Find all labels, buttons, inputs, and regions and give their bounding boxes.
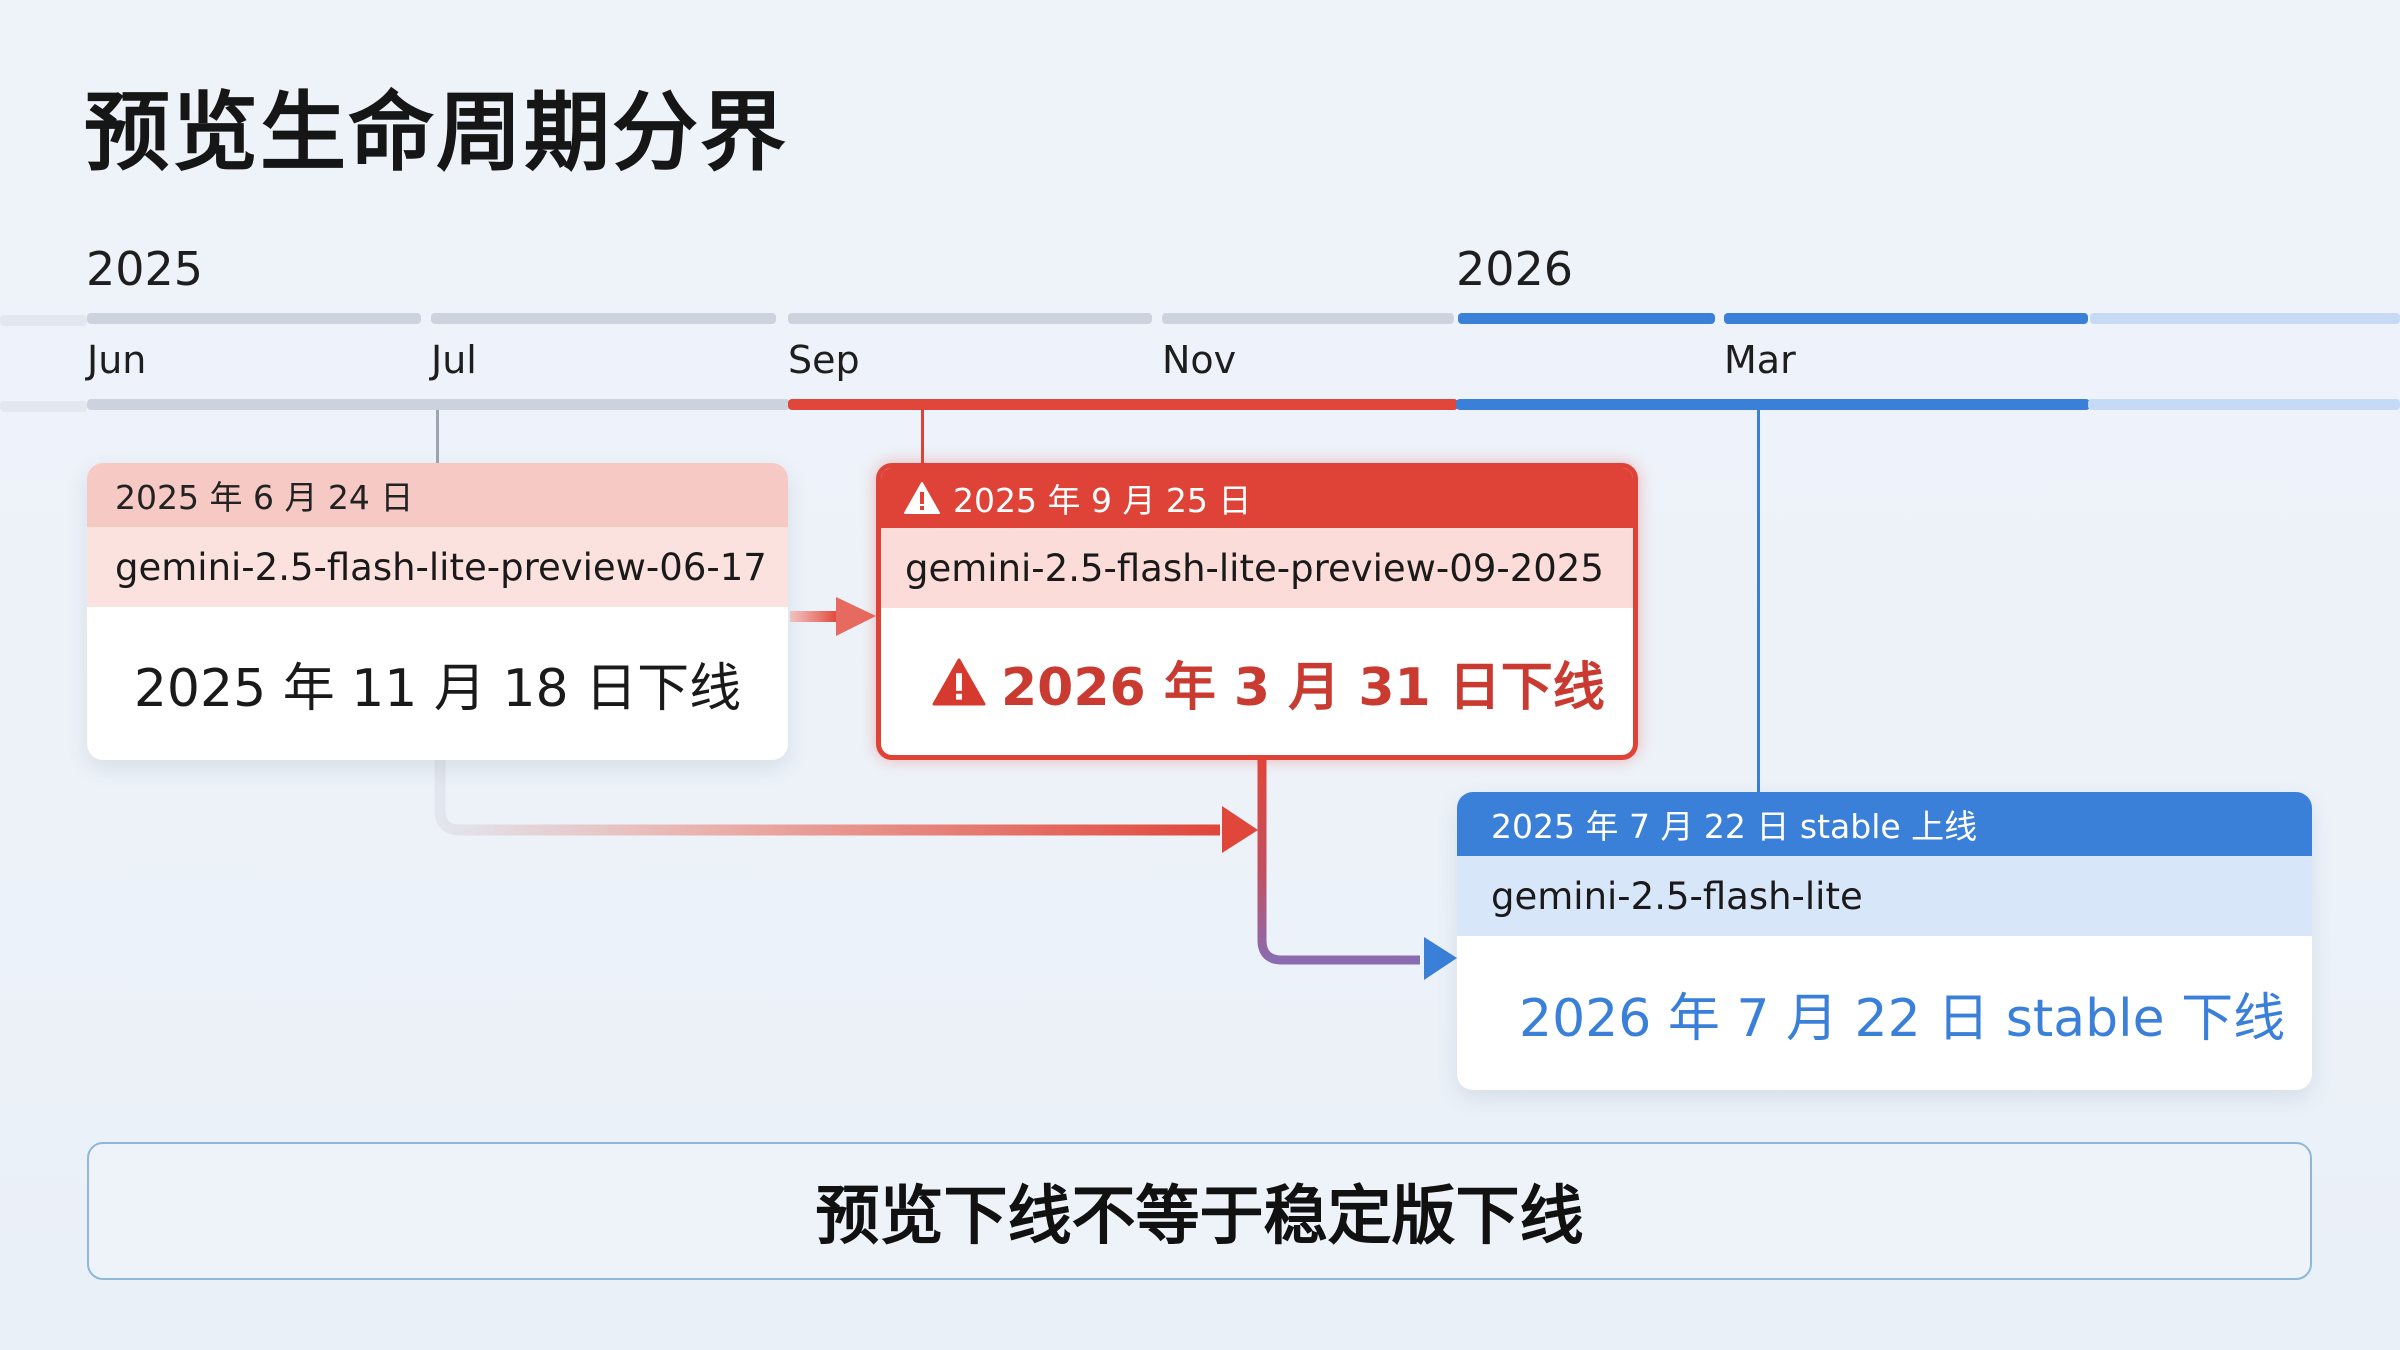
month-label-nov: Nov <box>1162 338 1237 382</box>
timeline-segment <box>1458 313 1715 324</box>
card-preview-06-17: 2025 年 6 月 24 日 gemini-2.5-flash-lite-pr… <box>87 463 788 760</box>
timeline-segment <box>2090 313 2400 324</box>
timeline-segment <box>431 313 776 324</box>
card-stable: 2025 年 7 月 22 日 stable 上线 gemini-2.5-fla… <box>1457 792 2312 1090</box>
arrow-path <box>434 760 1220 836</box>
card-header: 2025 年 9 月 25 日 <box>881 468 1633 528</box>
warning-icon <box>932 658 986 706</box>
arrow-head <box>1424 937 1457 980</box>
timeline-segment <box>0 315 87 326</box>
year-label-2026: 2026 <box>1456 242 1574 296</box>
timeline-segment <box>1162 313 1454 324</box>
warning-icon <box>904 482 940 514</box>
arrow-card1-to-retire-line <box>434 760 1258 853</box>
card-header-date: 2025 年 9 月 25 日 <box>953 481 1252 520</box>
month-label-jun: Jun <box>87 338 147 382</box>
connector-tick-card2 <box>921 410 924 464</box>
arrow-head <box>836 597 876 636</box>
model-name: gemini-2.5-flash-lite <box>1457 856 2312 936</box>
arrow-shaft <box>790 611 838 622</box>
timeline-segment <box>0 401 87 412</box>
year-label-2025: 2025 <box>86 242 204 296</box>
arrow-card2-to-stable <box>1257 760 1457 980</box>
month-label-mar: Mar <box>1724 338 1796 382</box>
arrow-card1-to-card2 <box>790 597 876 636</box>
timeline-segment-preview-09-2025 <box>788 399 1458 410</box>
connector-tick-card3 <box>1757 410 1760 793</box>
month-label-jul: Jul <box>431 338 477 382</box>
footer-callout: 预览下线不等于稳定版下线 <box>87 1142 2312 1280</box>
month-label-sep: Sep <box>788 338 860 382</box>
connector-tick-card1 <box>436 410 439 464</box>
card-header-date: 2025 年 7 月 22 日 stable 上线 <box>1457 792 2312 856</box>
page-title: 预览生命周期分界 <box>84 83 788 183</box>
timeline-segment <box>87 313 421 324</box>
arrow-head <box>1222 806 1258 853</box>
model-name: gemini-2.5-flash-lite-preview-09-2025 <box>881 528 1633 608</box>
retire-date: 2026 年 3 月 31 日下线 <box>1001 657 1605 718</box>
card-header-date: 2025 年 6 月 24 日 <box>87 463 788 527</box>
model-name: gemini-2.5-flash-lite-preview-06-17 <box>87 527 788 607</box>
timeline-segment-future <box>2088 399 2400 410</box>
arrow-path <box>1257 760 1420 965</box>
retire-row: 2026 年 3 月 31 日下线 <box>881 608 1633 755</box>
footer-text: 预览下线不等于稳定版下线 <box>815 1180 1584 1254</box>
timeline-segment <box>1724 313 2088 324</box>
card-preview-09-2025: 2025 年 9 月 25 日 gemini-2.5-flash-lite-pr… <box>876 463 1638 760</box>
retire-date: 2025 年 11 月 18 日下线 <box>133 659 742 719</box>
timeline-segment-stable <box>1456 399 2090 410</box>
timeline-segment <box>788 313 1152 324</box>
timeline-segment-preview-06-17 <box>87 399 790 410</box>
retire-date: 2026 年 7 月 22 日 stable 下线 <box>1519 988 2286 1049</box>
